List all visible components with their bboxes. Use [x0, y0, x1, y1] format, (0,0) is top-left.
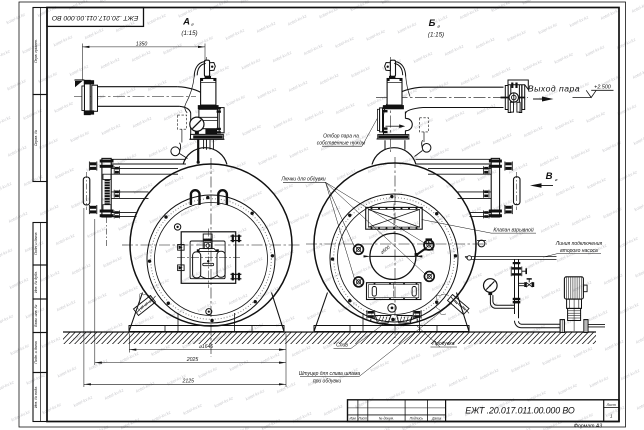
- svg-text:второго насоса: второго насоса: [560, 248, 598, 254]
- svg-text:Лючки для обдувки: Лючки для обдувки: [280, 177, 326, 183]
- svg-text:Справ. №: Справ. №: [34, 130, 38, 146]
- svg-text:Б: Б: [429, 18, 436, 29]
- svg-text:⌀: ⌀: [555, 177, 558, 182]
- svg-text:(1:15): (1:15): [428, 32, 444, 39]
- svg-text:kotel-kv.kz: kotel-kv.kz: [209, 0, 230, 11]
- svg-text:Подпись: Подпись: [410, 417, 424, 421]
- svg-text:при обдувки: при обдувки: [313, 379, 342, 385]
- svg-text:Лист: Лист: [606, 403, 616, 407]
- svg-text:Изм: Изм: [349, 417, 356, 421]
- svg-text:Выход пара: Выход пара: [528, 84, 580, 94]
- svg-text:⌀: ⌀: [437, 24, 440, 29]
- svg-text:kotel-kv.kz: kotel-kv.kz: [0, 48, 12, 62]
- svg-text:Формат А3: Формат А3: [574, 424, 602, 430]
- svg-text:Взам. инв. №: Взам. инв. №: [34, 305, 38, 327]
- svg-text:Инв. № подл.: Инв. № подл.: [34, 386, 38, 408]
- svg-text:А: А: [182, 17, 190, 28]
- svg-text:kotel-kv.kz: kotel-kv.kz: [633, 132, 644, 146]
- svg-text:2125: 2125: [182, 379, 195, 385]
- svg-text:Перв. примен.: Перв. примен.: [34, 39, 38, 63]
- svg-text:kotel-kv.kz: kotel-kv.kz: [635, 331, 644, 345]
- svg-text:2025: 2025: [186, 357, 199, 363]
- svg-text:Подп. и дата: Подп. и дата: [34, 233, 38, 256]
- svg-text:собственные нужды: собственные нужды: [317, 140, 366, 146]
- svg-text:Лист: Лист: [357, 417, 367, 421]
- svg-text:№ докум.: № докум.: [379, 417, 394, 421]
- svg-text:ЕЖТ .20.017.011.00.000 ВО: ЕЖТ .20.017.011.00.000 ВО: [51, 14, 138, 21]
- svg-text:+2.500: +2.500: [594, 85, 611, 91]
- svg-text:Штуцер для слива шлама: Штуцер для слива шлама: [299, 371, 361, 377]
- svg-text:⌀: ⌀: [191, 22, 194, 27]
- svg-text:Линия подключения: Линия подключения: [555, 241, 603, 247]
- svg-text:В: В: [546, 171, 553, 182]
- svg-text:(1:15): (1:15): [181, 30, 197, 37]
- svg-text:Продувка: Продувка: [432, 341, 454, 347]
- svg-text:ЕЖТ .20.017.011.00.000 ВО: ЕЖТ .20.017.011.00.000 ВО: [465, 405, 575, 415]
- svg-text:Клапан взрывной: Клапан взрывной: [493, 226, 534, 233]
- svg-text:kotel-kv.kz: kotel-kv.kz: [68, 0, 89, 11]
- svg-text:kotel-kv.kz: kotel-kv.kz: [633, 198, 644, 212]
- svg-text:1: 1: [610, 414, 613, 419]
- svg-text:Слив: Слив: [336, 343, 348, 349]
- svg-text:kotel-kv.kz: kotel-kv.kz: [634, 265, 644, 279]
- svg-text:1350: 1350: [136, 41, 148, 47]
- svg-text:kotel-kv.kz: kotel-kv.kz: [542, 419, 563, 430]
- svg-text:⌀500: ⌀500: [379, 244, 391, 255]
- svg-text:⌀1646: ⌀1646: [199, 344, 213, 350]
- svg-text:Отбор пара на: Отбор пара на: [323, 133, 359, 139]
- svg-text:Дата: Дата: [431, 417, 441, 421]
- svg-text:kotel-kv.kz: kotel-kv.kz: [636, 397, 644, 411]
- svg-text:Подп. и дата: Подп. и дата: [34, 341, 38, 364]
- svg-text:Инв. № дубл.: Инв. № дубл.: [34, 271, 38, 293]
